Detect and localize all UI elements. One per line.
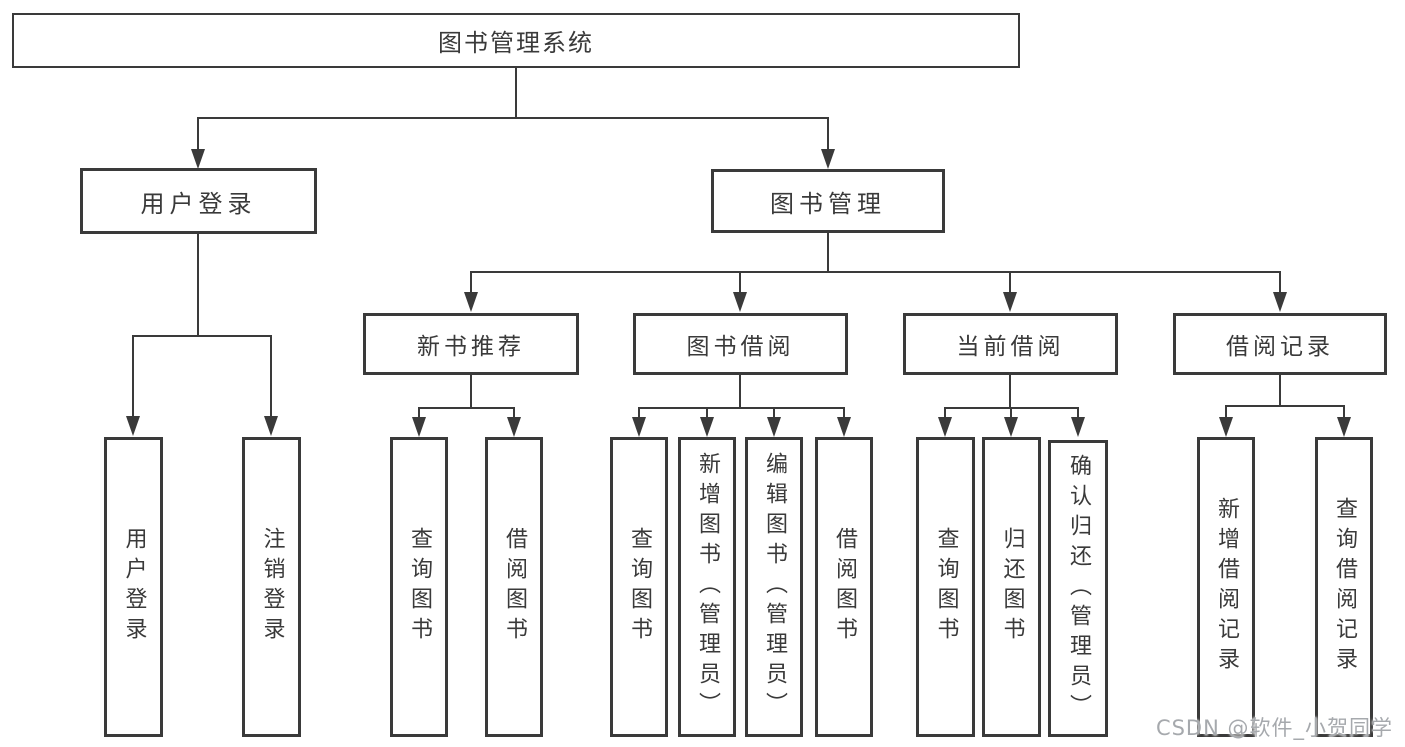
arrow-down-icon — [1004, 417, 1018, 437]
arrow-down-icon — [700, 417, 714, 437]
arrow-down-icon — [821, 149, 835, 169]
arrow-down-icon — [1219, 417, 1233, 437]
arrow-down-icon — [1337, 417, 1351, 437]
connector-line — [470, 375, 472, 408]
connector-line — [515, 68, 517, 118]
node-library-system: 图书管理系统 — [12, 13, 1020, 68]
leaf-return-books: 归还图书 — [982, 437, 1041, 737]
leaf-edit-book-admin: 编辑图书（管理员） — [745, 437, 803, 737]
leaf-user-login: 用户登录 — [104, 437, 163, 737]
leaf-confirm-return-admin: 确认归还（管理员） — [1048, 440, 1108, 737]
connector-line — [827, 117, 829, 152]
arrow-down-icon — [507, 417, 521, 437]
connector-line — [773, 407, 775, 419]
leaf-borrow-books-recommend: 借阅图书 — [485, 437, 543, 737]
node-book-management: 图书管理 — [711, 169, 945, 233]
connector-line — [1009, 271, 1011, 295]
node-book-borrow: 图书借阅 — [633, 313, 848, 375]
arrow-down-icon — [1273, 292, 1287, 312]
connector-line — [706, 407, 708, 419]
connector-line — [418, 407, 420, 419]
connector-line — [197, 117, 829, 119]
arrow-down-icon — [264, 416, 278, 436]
connector-line — [270, 335, 272, 419]
connector-line — [1225, 405, 1227, 419]
leaf-query-borrow-record: 查询借阅记录 — [1315, 437, 1373, 737]
connector-line — [1077, 407, 1079, 419]
connector-line — [418, 407, 514, 409]
leaf-borrow-books: 借阅图书 — [815, 437, 873, 737]
arrow-down-icon — [938, 417, 952, 437]
node-new-book-recommend: 新书推荐 — [363, 313, 579, 375]
leaf-add-book-admin: 新增图书（管理员） — [678, 437, 736, 737]
connector-line — [132, 335, 272, 337]
connector-line — [1225, 405, 1344, 407]
connector-line — [1279, 271, 1281, 295]
node-current-borrow: 当前借阅 — [903, 313, 1118, 375]
arrow-down-icon — [733, 292, 747, 312]
connector-line — [1279, 375, 1281, 406]
connector-line — [470, 271, 472, 295]
leaf-query-books-recommend: 查询图书 — [390, 437, 448, 737]
leaf-add-borrow-record: 新增借阅记录 — [1197, 437, 1255, 737]
connector-line — [1009, 375, 1011, 408]
leaf-query-books-borrow: 查询图书 — [610, 437, 668, 737]
connector-line — [513, 407, 515, 419]
arrow-down-icon — [126, 416, 140, 436]
connector-line — [739, 271, 741, 295]
arrow-down-icon — [1071, 417, 1085, 437]
connector-line — [739, 375, 741, 408]
connector-line — [843, 407, 845, 419]
connector-line — [132, 335, 134, 419]
node-user-login: 用户登录 — [80, 168, 317, 234]
node-borrow-records: 借阅记录 — [1173, 313, 1387, 375]
watermark: CSDN @软件_小贺同学 — [1155, 716, 1393, 740]
arrow-down-icon — [464, 292, 478, 312]
connector-line — [1010, 407, 1012, 419]
arrow-down-icon — [632, 417, 646, 437]
connector-line — [1343, 405, 1345, 419]
arrow-down-icon — [767, 417, 781, 437]
connector-line — [638, 407, 640, 419]
arrow-down-icon — [412, 417, 426, 437]
connector-line — [197, 234, 199, 336]
connector-line — [470, 271, 1281, 273]
arrow-down-icon — [191, 149, 205, 169]
connector-line — [827, 233, 829, 273]
connector-line — [638, 407, 844, 409]
arrow-down-icon — [837, 417, 851, 437]
connector-line — [197, 117, 199, 152]
connector-line — [944, 407, 946, 419]
leaf-logout: 注销登录 — [242, 437, 301, 737]
arrow-down-icon — [1003, 292, 1017, 312]
leaf-query-books-current: 查询图书 — [916, 437, 975, 737]
